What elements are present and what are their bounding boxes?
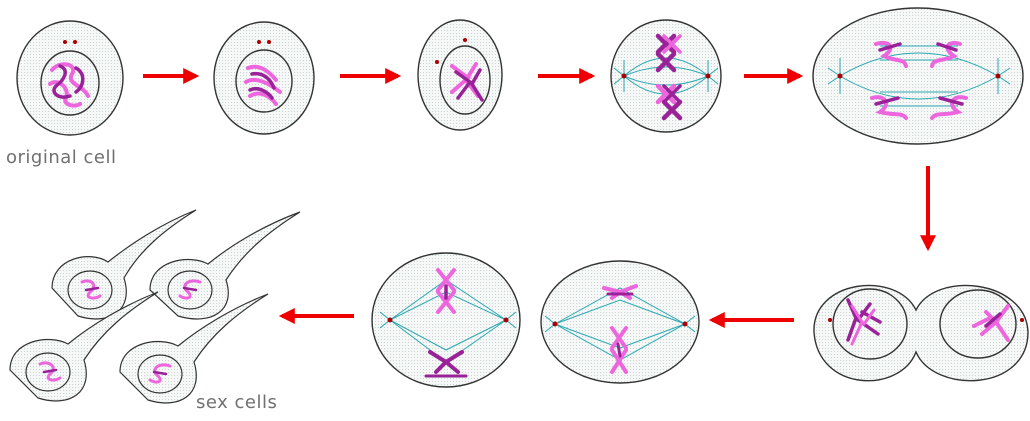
cell-prophase-early: [213, 21, 315, 135]
cell-original: [16, 20, 124, 136]
sex-cells-label: sex cells: [196, 392, 278, 413]
cell-metaphase-2b: [371, 252, 521, 388]
sex-cell-4: [119, 293, 269, 404]
cell-metaphase-1: [610, 19, 722, 133]
sex-cell-1: [51, 209, 197, 320]
chromatin: [48, 62, 90, 108]
sex-cell-2: [149, 211, 301, 320]
cell-prophase-late: [417, 19, 503, 131]
cell-anaphase-1: [812, 7, 1024, 145]
cell-telophase-1: [813, 284, 1029, 382]
original-cell-label: original cell: [6, 147, 117, 168]
cell-metaphase-2: [540, 260, 700, 384]
sex-cell-3: [9, 291, 159, 402]
centriole-dot: [63, 40, 67, 44]
centriole-dot: [73, 40, 77, 44]
spindle-fibers: [827, 45, 1011, 107]
